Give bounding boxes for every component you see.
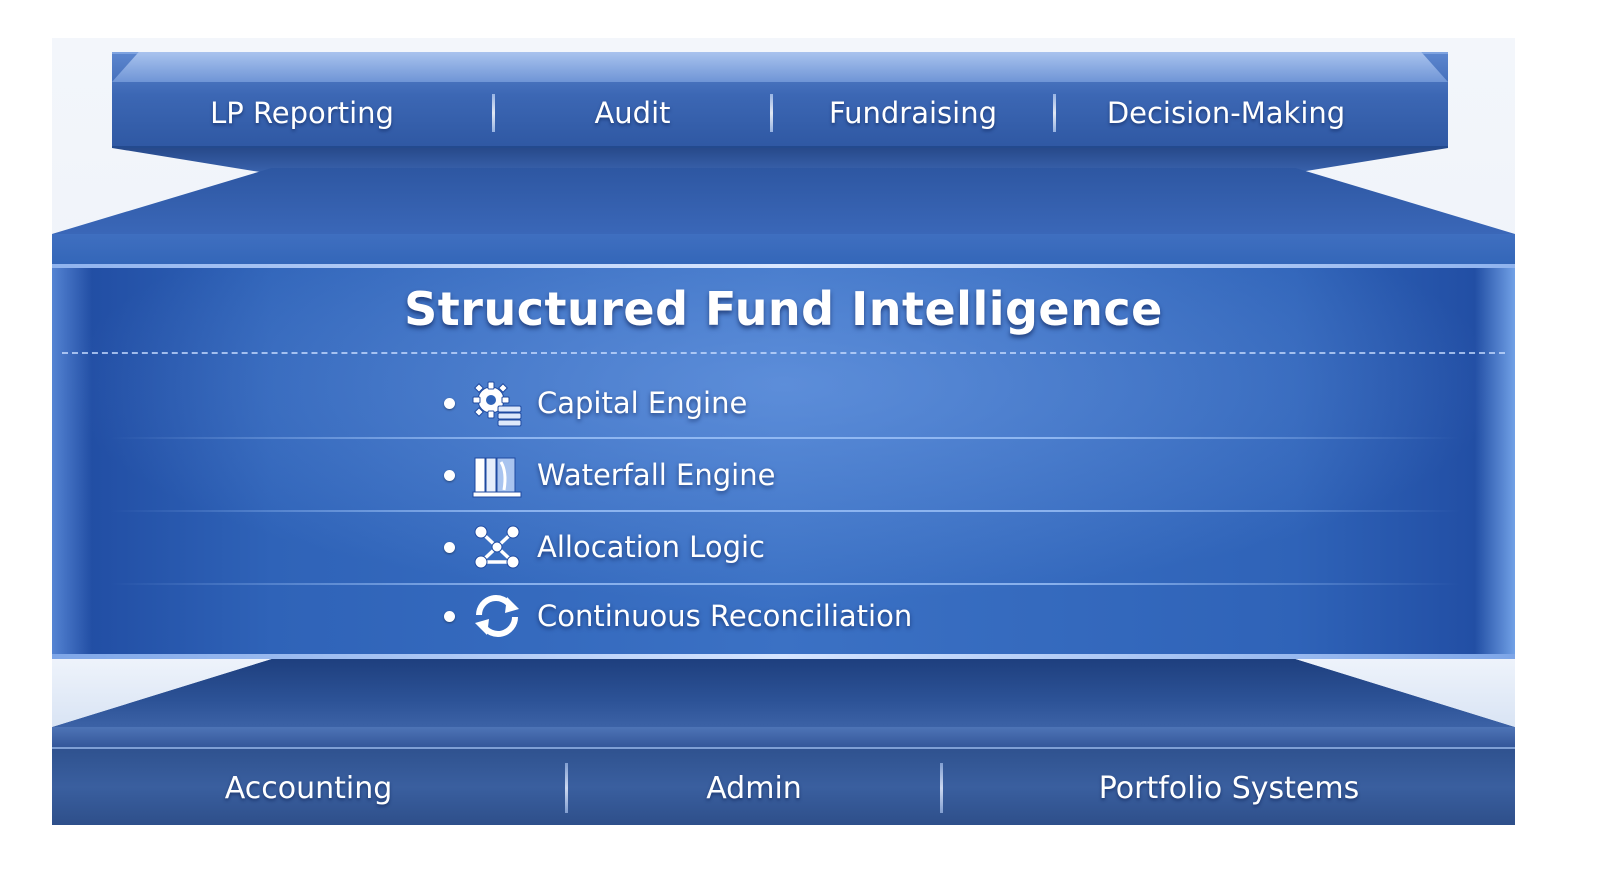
top-divider [492,94,495,132]
base-item-accounting: Accounting [224,770,393,806]
feature-row-divider [110,583,1460,585]
feature-label: Capital Engine [537,386,748,420]
feature-row-divider [110,510,1460,512]
core-layer-bottom-line [52,654,1515,659]
base-layer-items: Accounting Admin Portfolio Systems [52,755,1515,821]
top-item-decision-making: Decision-Making [1106,96,1346,130]
feature-row-divider [110,437,1460,439]
feature-allocation-logic: Allocation Logic [444,523,765,571]
core-layer-title: Structured Fund Intelligence [404,282,1163,336]
base-layer-slab [52,749,1515,825]
refresh-cycle-icon [471,592,523,640]
core-layer-panel [52,268,1515,656]
bullet-icon [444,469,455,481]
top-item-audit: Audit [594,96,671,130]
title-dashed-divider [62,352,1505,354]
feature-label: Continuous Reconciliation [537,599,913,633]
top-item-lp-reporting: LP Reporting [210,96,394,130]
core-layer-top-band [52,234,1515,266]
feature-label: Waterfall Engine [537,458,776,492]
waterfall-icon [471,451,523,499]
top-layer-bevel [112,52,1448,82]
feature-waterfall-engine: Waterfall Engine [444,451,775,499]
base-layer-bevel [52,659,1515,727]
bullet-icon [444,610,455,622]
top-divider [770,94,773,132]
base-divider [940,763,943,813]
core-layer-left-glow [52,268,92,656]
top-divider [1053,94,1056,132]
base-divider [565,763,568,813]
feature-capital-engine: Capital Engine [444,379,747,427]
bullet-icon [444,541,455,553]
network-nodes-icon [471,523,523,571]
gear-database-icon [471,379,523,427]
feature-label: Allocation Logic [537,530,765,564]
base-item-admin: Admin [706,770,802,806]
bullet-icon [444,397,455,409]
top-layer-items: LP Reporting Audit Fundraising Decision-… [112,82,1448,144]
base-layer-rim [52,727,1515,749]
feature-continuous-reconciliation: Continuous Reconciliation [444,592,912,640]
base-item-portfolio-systems: Portfolio Systems [1098,770,1360,806]
top-item-fundraising: Fundraising [829,96,997,130]
core-layer-top-bevel [52,168,1515,234]
core-layer-right-glow [1475,268,1515,656]
core-layer-glow-line [52,264,1515,268]
